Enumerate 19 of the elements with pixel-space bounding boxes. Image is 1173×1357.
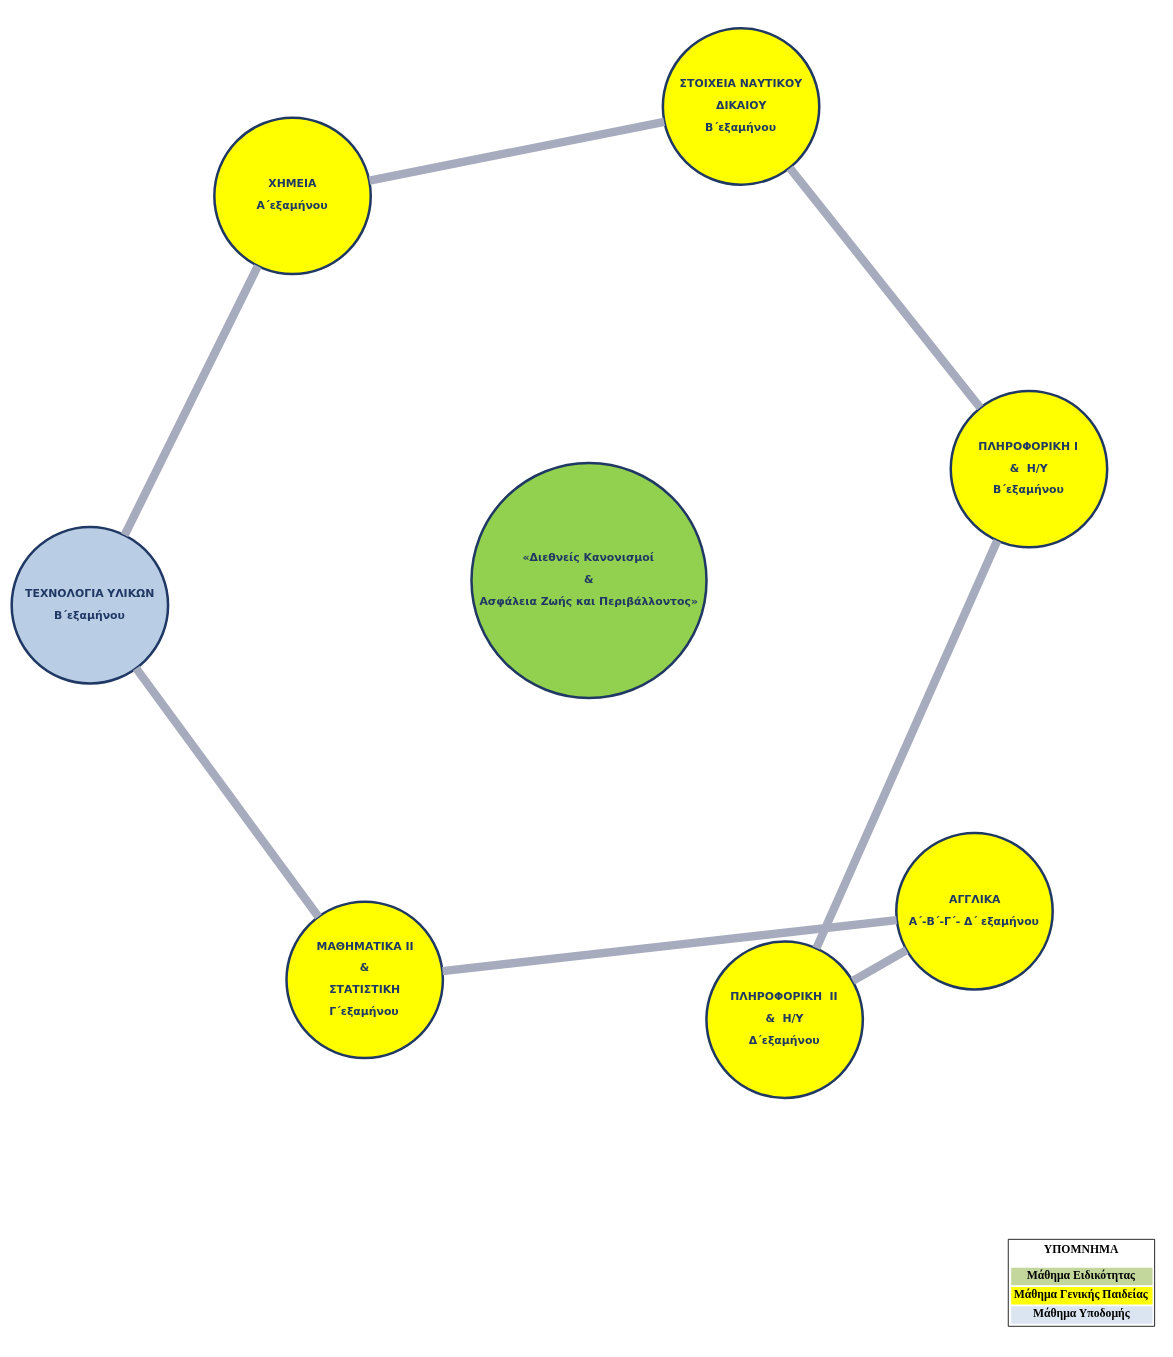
node-circle: ΜΑΘΗΜΑΤΙΚΑ ΙΙ & ΣΤΑΤΙΣΤΙΚΗ Γ΄εξαμήνου xyxy=(285,899,445,1059)
node-circle: ΠΛΗΡΟΦΟΡΙΚΗ ΙΙ & Η/Υ Δ΄εξαμήνου xyxy=(705,939,865,1099)
node-circle: ΑΓΓΛΙΚΑ Α΄-Β΄-Γ΄- Δ΄ εξαμήνου xyxy=(895,831,1054,991)
node-circle: ΧΗΜΕΙΑ Α΄εξαμήνου xyxy=(213,115,372,275)
connector xyxy=(368,117,666,185)
legend-label: Μάθημα Ειδικότητας xyxy=(1026,1268,1136,1282)
connector xyxy=(120,263,262,537)
connector xyxy=(132,665,322,919)
connector xyxy=(786,164,984,410)
node-circle: «Διεθνείς Κανονισμοί & Ασφάλεια Ζωής και Περιβάλλοντος» xyxy=(470,461,708,699)
legend-label: Μάθημα Υποδομής xyxy=(1032,1306,1130,1320)
label: ΥΠΟΜΝΗΜΑ xyxy=(1043,1242,1119,1256)
connector xyxy=(850,946,909,984)
connector xyxy=(812,538,1001,950)
node-circle: ΤΕΧΝΟΛΟΓΙΑ ΥΛΙΚΩΝ Β΄εξαμήνου xyxy=(10,525,170,685)
legend-label: Μάθημα Γενικής Παιδείας xyxy=(1013,1287,1148,1301)
connector xyxy=(442,915,898,975)
node-circle: ΠΛΗΡΟΦΟΡΙΚΗ Ι & Η/Υ Β΄εξαμήνου xyxy=(949,389,1109,549)
node-circle: ΣΤΟΙΧΕΙΑ ΝΑΥΤΙΚΟΥ ΔΙΚΑΙΟΥ Β΄εξαμήνου xyxy=(661,26,821,186)
